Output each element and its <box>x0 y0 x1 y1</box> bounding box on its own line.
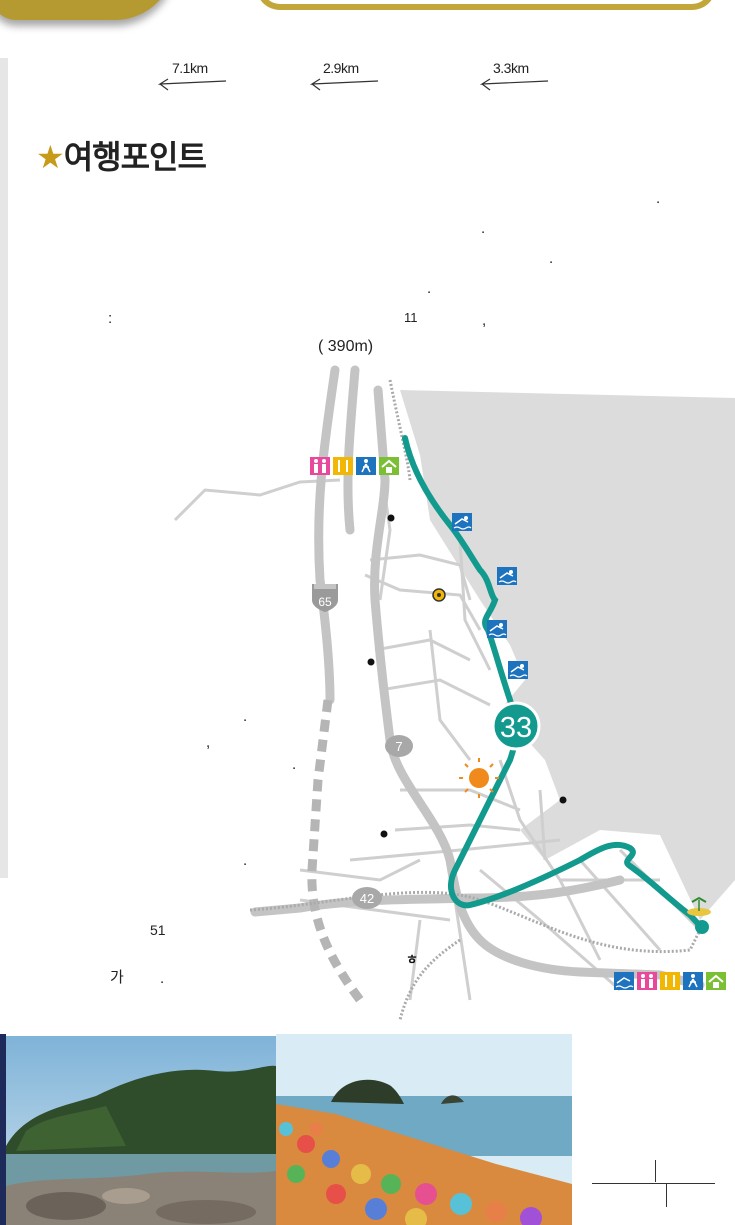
shelter-icon <box>706 972 726 990</box>
text-fragment: . <box>481 220 486 237</box>
railway <box>249 890 707 954</box>
facility-icons-top <box>310 457 399 475</box>
walking-icon <box>356 457 376 475</box>
text-fragment: . <box>243 852 248 869</box>
text-fragment: 11 <box>404 310 418 325</box>
distance-label-1: 7.1km <box>172 60 208 76</box>
text-fragment: . <box>427 280 432 297</box>
crop-mark <box>655 1160 656 1182</box>
header-banner <box>256 0 716 10</box>
location-dot <box>387 514 395 522</box>
road-65-label: 65 <box>318 595 332 609</box>
route-33-badge <box>491 701 541 751</box>
road-42-label: 42 <box>360 891 374 906</box>
text-fragment: 51 <box>150 922 166 938</box>
swimming-icon <box>497 567 517 585</box>
beach-photo-2 <box>276 1034 572 1225</box>
text-fragment: , <box>482 312 487 329</box>
location-dot <box>559 796 567 804</box>
photo-edge <box>0 1034 6 1225</box>
road-65-shield <box>312 584 338 612</box>
section-heading: ★여행포인트 <box>36 132 207 178</box>
swimming-icon <box>614 972 634 990</box>
route-33-label: 33 <box>500 712 532 744</box>
text-fragment: . <box>243 708 248 725</box>
text-fragment: 가 <box>110 969 124 986</box>
distance-label-3: 3.3km <box>493 60 529 76</box>
beach-icon <box>687 896 711 916</box>
road-7-label: 7 <box>395 739 402 754</box>
distance-arrow-1 <box>157 78 227 91</box>
road-42-badge <box>352 887 382 909</box>
walking-icon <box>683 972 703 990</box>
text-fragment: , <box>206 734 211 751</box>
facility-icons-bottom <box>614 972 726 990</box>
restaurant-icon <box>333 457 353 475</box>
sunrise-icon <box>459 758 499 798</box>
toilet-icon <box>310 457 330 475</box>
railway <box>398 938 461 1020</box>
elevation-text: ( 390m) <box>318 338 374 355</box>
restaurant-icon <box>660 972 680 990</box>
star-icon: ★ <box>36 139 65 175</box>
coast-photo-1 <box>6 1036 276 1225</box>
text-fragment: . <box>549 250 554 267</box>
distance-arrow-3 <box>479 78 549 91</box>
distance-arrow-2 <box>309 78 379 91</box>
sea-area <box>400 390 735 920</box>
location-dot <box>367 658 375 666</box>
swimming-icon <box>508 661 528 679</box>
planned-expressway <box>307 699 364 1003</box>
section-title: 여행포인트 <box>63 139 207 175</box>
shelter-icon <box>379 457 399 475</box>
location-dot <box>380 830 388 838</box>
text-fragment: . <box>160 970 165 987</box>
distance-label-2: 2.9km <box>323 60 359 76</box>
route-33-path <box>402 435 705 931</box>
crop-mark <box>592 1183 715 1184</box>
swimming-icon <box>487 620 507 638</box>
road-7-badge <box>385 735 413 757</box>
text-fragment: : <box>108 310 113 327</box>
map-label-ha: ㅎ <box>406 953 418 968</box>
left-margin-bar <box>0 58 8 878</box>
route-map: 33 65 7 42 <box>173 365 735 1020</box>
swimming-icon <box>452 513 472 531</box>
route-end-point <box>695 920 709 934</box>
toilet-icon <box>637 972 657 990</box>
text-fragment: . <box>292 756 297 773</box>
text-fragment: . <box>656 190 661 207</box>
header-badge <box>0 0 175 20</box>
crop-mark <box>666 1183 667 1207</box>
